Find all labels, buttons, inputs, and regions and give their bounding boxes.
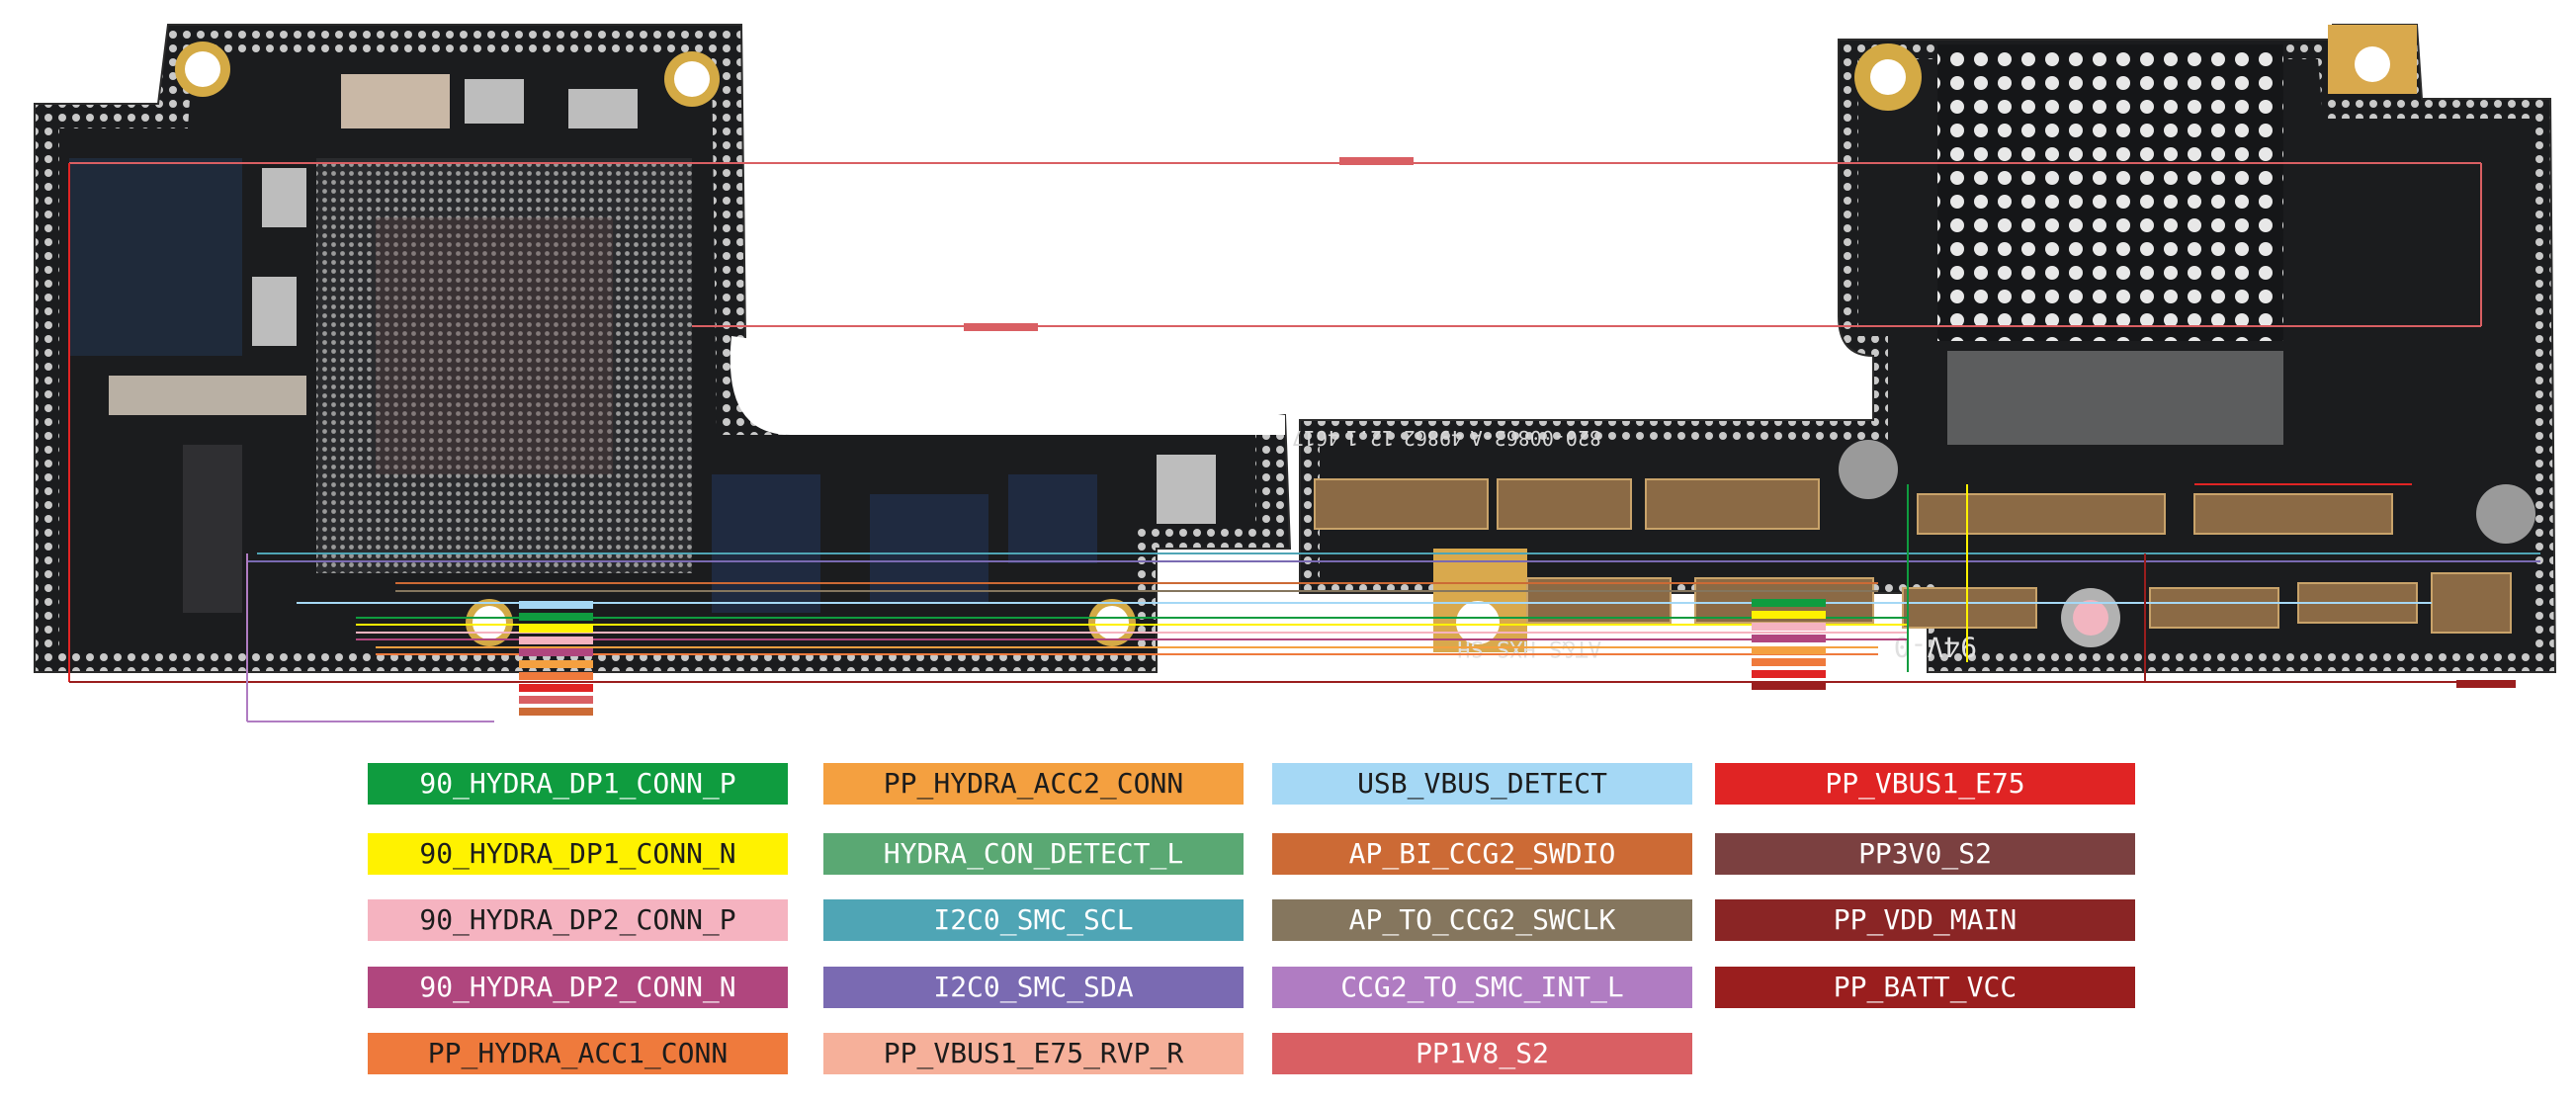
legend-item: AP_TO_CCG2_SWCLK — [1272, 899, 1692, 941]
legend-item: 90_HYDRA_DP1_CONN_P — [368, 763, 788, 805]
legend-item: AP_BI_CCG2_SWDIO — [1272, 833, 1692, 875]
legend-item: 90_HYDRA_DP1_CONN_N — [368, 833, 788, 875]
board-part-number: 820-00863-A — [1471, 426, 1601, 450]
legend-item: 90_HYDRA_DP2_CONN_P — [368, 899, 788, 941]
legend-item: PP_VBUS1_E75_RVP_R — [823, 1033, 1244, 1074]
legend-item: PP3V0_S2 — [1715, 833, 2135, 875]
legend-item: I2C0_SMC_SDA — [823, 967, 1244, 1008]
logic-board-diagram: 820-00863-A 49862 12.1 4617 94V-0 AT&S H… — [34, 24, 2557, 722]
legend-item: CCG2_TO_SMC_INT_L — [1272, 967, 1692, 1008]
soc-chip — [316, 158, 692, 573]
legend-item: I2C0_SMC_SCL — [823, 899, 1244, 941]
board-flip-text-1: 94V-0 — [1894, 631, 1977, 663]
connectors — [1314, 478, 2512, 634]
legend-item: PP_VDD_MAIN — [1715, 899, 2135, 941]
legend-item: PP_HYDRA_ACC2_CONN — [823, 763, 1244, 805]
test-point-labels — [519, 157, 2516, 716]
board-fab-rev: 49862 — [1404, 426, 1463, 450]
legend-item: PP_VBUS1_E75 — [1715, 763, 2135, 805]
legend-item: PP1V8_S2 — [1272, 1033, 1692, 1074]
legend-item: PP_HYDRA_ACC1_CONN — [368, 1033, 788, 1074]
legend-item: PP_BATT_VCC — [1715, 967, 2135, 1008]
net-traces — [68, 162, 2540, 722]
legend-item: 90_HYDRA_DP2_CONN_N — [368, 967, 788, 1008]
board-date-code: 4617 — [1292, 426, 1339, 450]
memory-chip — [69, 158, 242, 356]
nand-chip — [1937, 44, 2283, 341]
board-rev: 12.1 — [1346, 426, 1394, 450]
legend-item: HYDRA_CON_DETECT_L — [823, 833, 1244, 875]
legend-item: USB_VBUS_DETECT — [1272, 763, 1692, 805]
